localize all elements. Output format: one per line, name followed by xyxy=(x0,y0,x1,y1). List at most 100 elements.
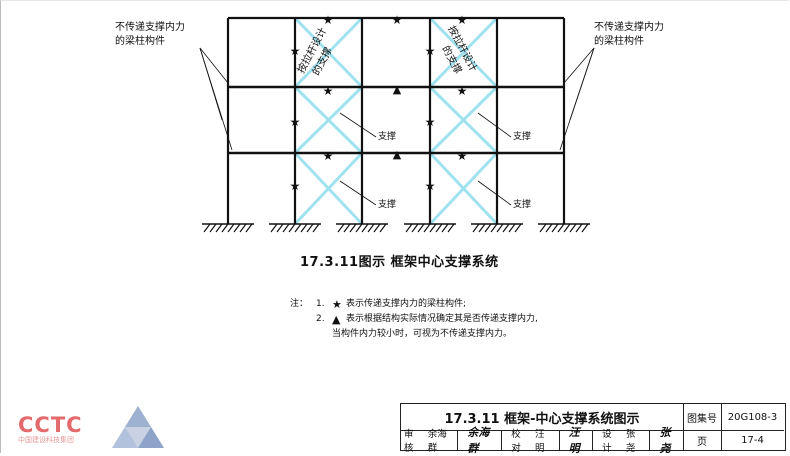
notes-block: 注： 1. ★ 表示传递支撑内力的梁柱构件; 2. ▲ 表示根据结构实际情况确定… xyxy=(290,297,538,342)
ground-hatch xyxy=(221,223,229,233)
frame-bracing-diagram: ★★★★★★★★★★★★★▲▲ 不传递支撑内力 的梁柱构件 不传递支撑内力 的梁… xyxy=(115,13,664,233)
ground-hatch xyxy=(496,223,504,233)
note-item-2: 2. ▲ 表示根据结构实际情况确定其是否传递支撑内力, xyxy=(290,312,538,327)
ground-hatch xyxy=(478,223,486,233)
leader-brace-3 xyxy=(477,112,512,138)
brace-label-lower-right: 支撑 xyxy=(513,198,531,210)
ground-hatch xyxy=(355,223,363,233)
ground-supports xyxy=(202,223,590,233)
ground-hatch xyxy=(245,223,253,233)
ground-hatch xyxy=(343,223,351,233)
ground-hatch xyxy=(282,223,290,233)
ground-hatch xyxy=(361,223,369,233)
ground-hatch xyxy=(203,223,211,233)
callout-left-line1: 不传递支撑内力 xyxy=(115,20,185,33)
callout-right-line2: 的梁柱构件 xyxy=(594,34,644,47)
brace-label-upper-right: 支撑 xyxy=(513,130,531,142)
callout-left-line2: 的梁柱构件 xyxy=(115,34,165,47)
design-label: 设计 xyxy=(602,429,612,454)
star-marker: ★ xyxy=(323,149,334,163)
leader-left-3 xyxy=(199,47,233,151)
triangle-marker: ▲ xyxy=(393,83,402,96)
brace-line xyxy=(293,16,364,89)
note-number: 1. xyxy=(316,299,325,309)
notes-label: 注： xyxy=(290,299,309,309)
ground-hatch xyxy=(349,223,357,233)
star-marker: ★ xyxy=(425,179,436,193)
star-marker: ★ xyxy=(323,13,334,27)
ground-hatch xyxy=(239,223,247,233)
note-continuation: 当构件内力较小时，可视为不传递支撑内力。 xyxy=(332,329,513,339)
reviewer-signature: 余海群 xyxy=(467,426,490,455)
leader-left xyxy=(199,47,229,84)
note-text: 表示根据结构实际情况确定其是否传递支撑内力, xyxy=(346,314,538,324)
page-label: 页 xyxy=(683,430,722,450)
designer-signature: 张尧 xyxy=(659,426,671,455)
star-marker: ★ xyxy=(323,84,334,98)
ground-hatch xyxy=(545,223,553,233)
ground-hatch xyxy=(215,223,223,233)
ground-hatch xyxy=(209,223,217,233)
title-block-title: 17.3.11 框架-中心支撑系统图示 xyxy=(401,404,684,431)
ground-hatch xyxy=(312,223,320,233)
star-marker: ★ xyxy=(457,84,468,98)
ground-hatch xyxy=(539,223,547,233)
signature-row: 审核 余海群 余海群 校对 汪 明 汪明 设计 张 尧 张尧 xyxy=(401,426,684,455)
ground-hatch xyxy=(417,223,425,233)
triangle-icon: ▲ xyxy=(332,313,341,326)
brace-label-upper-left: 支撑 xyxy=(378,130,396,142)
checker-signature: 汪明 xyxy=(568,426,580,455)
star-marker: ★ xyxy=(290,44,301,58)
ground-hatch xyxy=(294,223,302,233)
star-marker: ★ xyxy=(290,179,301,193)
ground-hatch xyxy=(411,223,419,233)
note-item-1: 注： 1. ★ 表示传递支撑内力的梁柱构件; xyxy=(290,297,538,312)
ground-hatch xyxy=(373,223,381,233)
ground-hatch xyxy=(502,223,510,233)
ground-hatch xyxy=(514,223,522,233)
ground-hatch xyxy=(447,223,455,233)
ground-hatch xyxy=(276,223,284,233)
ground-hatch xyxy=(575,223,583,233)
triangle-marker: ▲ xyxy=(393,148,402,161)
ground-hatch xyxy=(233,223,241,233)
ground-hatch xyxy=(557,223,565,233)
ground-hatch xyxy=(270,223,278,233)
leader-right xyxy=(563,47,595,84)
brace-line xyxy=(428,16,499,89)
ground-hatch xyxy=(300,223,308,233)
page-number: 17-4 xyxy=(741,434,764,446)
star-marker: ★ xyxy=(290,115,301,129)
ground-hatch xyxy=(551,223,559,233)
ground-hatch xyxy=(441,223,449,233)
ground-hatch xyxy=(429,223,437,233)
designer-name: 张 尧 xyxy=(625,429,636,454)
figure-caption: 17.3.11图示 框架中心支撑系统 xyxy=(300,255,499,270)
ground-hatch xyxy=(490,223,498,233)
review-label: 审核 xyxy=(404,429,414,454)
leader-brace-1 xyxy=(339,112,377,138)
atlas-number: 20G108-3 xyxy=(721,404,784,431)
brace-line xyxy=(428,151,499,226)
ground-hatch xyxy=(435,223,443,233)
cctc-logo: CCTC 中国建设科技集团 xyxy=(18,413,83,445)
ground-hatch xyxy=(581,223,589,233)
leader-brace-4 xyxy=(477,180,512,206)
ground-hatch xyxy=(337,223,345,233)
ground-hatch xyxy=(367,223,375,233)
ground-hatch xyxy=(569,223,577,233)
check-label: 校对 xyxy=(511,429,521,454)
ground-hatch xyxy=(484,223,492,233)
ground-hatch xyxy=(423,223,431,233)
ground-hatch xyxy=(472,223,480,233)
leader-right-3 xyxy=(559,47,595,151)
diagram-labels: 不传递支撑内力 的梁柱构件 不传递支撑内力 的梁柱构件 按拉杆设计 的支撑 按拉… xyxy=(115,20,664,210)
callout-right-line1: 不传递支撑内力 xyxy=(594,20,664,33)
ground-hatch xyxy=(508,223,516,233)
ground-hatch xyxy=(306,223,314,233)
brace-line xyxy=(293,151,364,226)
reviewer-name: 余海群 xyxy=(427,429,447,454)
atlas-label: 图集号 xyxy=(683,404,722,431)
note-text: 表示传递支撑内力的梁柱构件; xyxy=(346,299,467,309)
